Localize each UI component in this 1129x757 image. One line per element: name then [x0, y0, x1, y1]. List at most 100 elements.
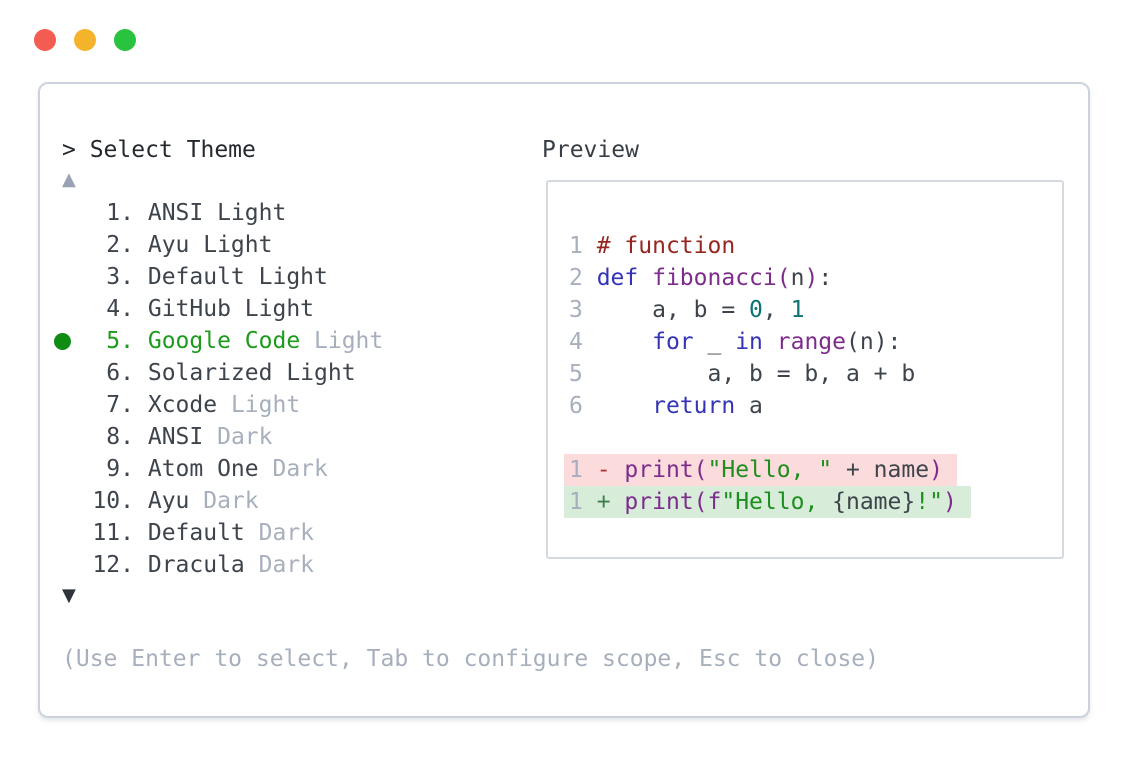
diff-line-added: 1 + print(f"Hello, {name}!"): [564, 486, 1062, 518]
token-com: # function: [596, 233, 736, 259]
line-number: 5: [569, 361, 597, 387]
minimize-button[interactable]: [74, 29, 96, 51]
theme-item-3[interactable]: 3. Default Light: [52, 261, 383, 293]
token-fn: range: [776, 329, 846, 355]
theme-item-number: 5.: [106, 328, 134, 354]
code-line: 6 return a: [564, 390, 1062, 422]
token-pln: + name: [832, 457, 930, 483]
theme-item-number: 1.: [106, 200, 134, 226]
theme-item-8[interactable]: 8. ANSI Dark: [52, 421, 383, 453]
theme-item-name: Default: [134, 520, 245, 546]
preview-label: Preview: [542, 137, 639, 163]
theme-item-number: 8.: [106, 424, 134, 450]
theme-item-10[interactable]: 10. Ayu Dark: [52, 485, 383, 517]
theme-item-name: Solarized: [134, 360, 273, 386]
token-pln: a, b = b, a + b: [596, 361, 916, 387]
row-marker: [52, 421, 92, 453]
token-pln: (n):: [846, 329, 902, 355]
line-number: 1: [569, 489, 597, 515]
theme-item-variant: Light: [272, 360, 356, 386]
theme-item-9[interactable]: 9. Atom One Dark: [52, 453, 383, 485]
theme-item-number: 3.: [106, 264, 134, 290]
row-marker: [52, 485, 92, 517]
theme-item-name: Google Code: [134, 328, 301, 354]
theme-item-name: Default: [134, 264, 245, 290]
theme-item-number: 11.: [92, 520, 134, 546]
scroll-up-icon[interactable]: ▲: [62, 169, 76, 190]
theme-item-name: ANSI: [134, 200, 204, 226]
token-fn: ): [804, 265, 819, 291]
token-pln: [597, 393, 652, 419]
theme-item-variant: Dark: [244, 520, 315, 546]
token-fn: print(: [624, 457, 708, 483]
row-marker: [52, 453, 92, 485]
picker-prompt: > Select Theme: [62, 137, 256, 163]
token-kwd: def: [596, 265, 639, 291]
theme-item-11[interactable]: 11. Default Dark: [52, 517, 383, 549]
row-marker: [52, 293, 92, 325]
token-str: !": [915, 489, 943, 515]
row-marker: [52, 549, 92, 581]
theme-item-4[interactable]: 4. GitHub Light: [52, 293, 383, 325]
line-number: 1: [569, 457, 597, 483]
token-pln: [638, 265, 652, 291]
theme-item-name: Xcode: [134, 392, 218, 418]
row-marker: [52, 389, 92, 421]
token-pln: {name}: [832, 489, 916, 515]
theme-item-5[interactable]: 5. Google Code Light: [52, 325, 383, 357]
theme-item-variant: Dark: [189, 488, 259, 514]
theme-item-2[interactable]: 2. Ayu Light: [52, 229, 383, 261]
help-footer: (Use Enter to select, Tab to configure s…: [62, 646, 879, 672]
theme-item-12[interactable]: 12. Dracula Dark: [52, 549, 383, 581]
theme-item-6[interactable]: 6. Solarized Light: [52, 357, 383, 389]
token-kwd: in: [735, 329, 763, 355]
theme-item-name: GitHub: [134, 296, 231, 322]
token-lit: 1: [790, 297, 805, 323]
line-number: 2: [569, 265, 597, 291]
token-kwd: for: [652, 329, 694, 355]
zoom-button[interactable]: [114, 29, 136, 51]
token-fn: fibonacci(: [652, 265, 791, 291]
token-fn: f: [707, 489, 722, 515]
scroll-down-icon[interactable]: ▼: [62, 585, 76, 606]
token-pln: [597, 329, 652, 355]
theme-item-number: 12.: [92, 552, 134, 578]
token-fn: print(: [624, 489, 708, 515]
theme-item-variant: Light: [230, 296, 315, 322]
token-lit: 0: [749, 297, 763, 323]
token-str: "Hello,: [721, 489, 833, 515]
row-marker: [52, 229, 92, 261]
row-marker: [52, 357, 92, 389]
code-line: [564, 422, 1062, 454]
theme-item-7[interactable]: 7. Xcode Light: [52, 389, 383, 421]
theme-item-number: 4.: [106, 296, 134, 322]
theme-item-number: 2.: [106, 232, 134, 258]
token-str: "Hello, ": [707, 457, 833, 483]
line-number: 4: [569, 329, 597, 355]
theme-item-1[interactable]: 1. ANSI Light: [52, 197, 383, 229]
code-line: 1 # function: [564, 230, 1062, 262]
theme-item-name: Dracula: [134, 552, 245, 578]
theme-item-variant: Light: [189, 232, 273, 258]
theme-item-name: Ayu: [134, 232, 190, 258]
token-pln: :: [818, 265, 833, 291]
theme-item-number: 9.: [106, 456, 134, 482]
token-kwd: return: [652, 393, 736, 419]
code-line: 3 a, b = 0, 1: [564, 294, 1062, 326]
token-del: -: [596, 457, 625, 483]
window-controls: [34, 29, 136, 51]
close-button[interactable]: [34, 29, 56, 51]
code-line: 5 a, b = b, a + b: [564, 358, 1062, 390]
theme-item-variant: Light: [217, 392, 301, 418]
line-number: 6: [569, 393, 597, 419]
theme-item-number: 6.: [106, 360, 134, 386]
token-pln: ,: [762, 297, 791, 323]
row-marker: [52, 517, 92, 549]
token-pln: a: [735, 393, 763, 419]
theme-item-name: Ayu: [134, 488, 190, 514]
theme-item-variant: Dark: [244, 552, 315, 578]
selected-bullet-icon: [52, 325, 92, 357]
